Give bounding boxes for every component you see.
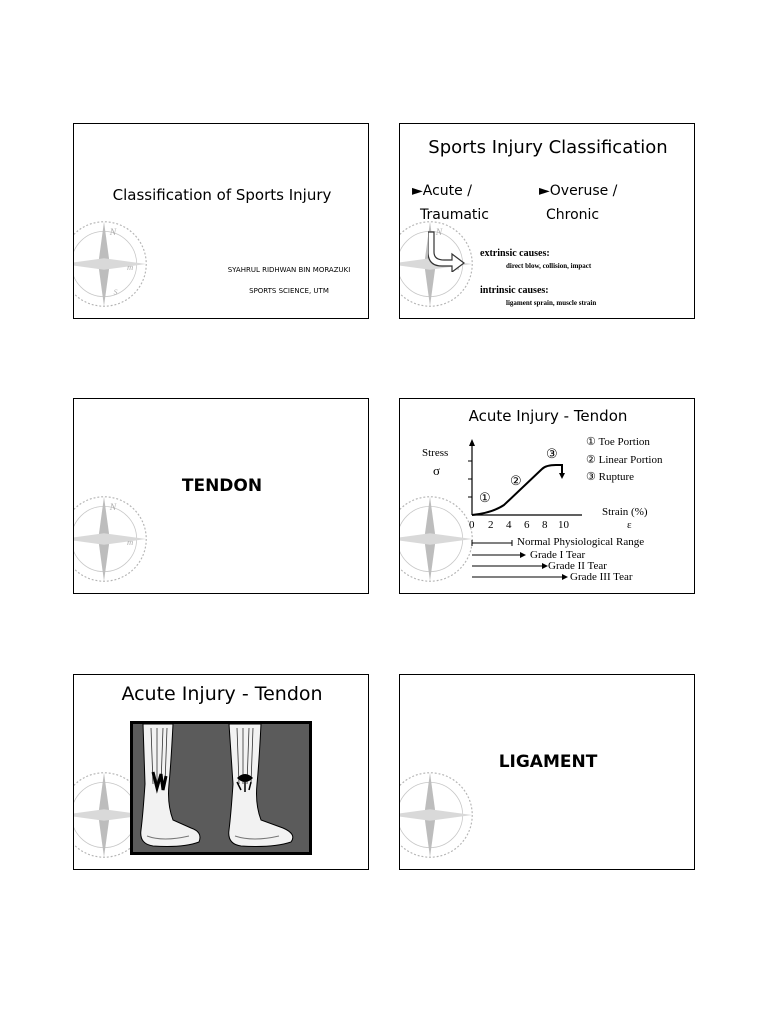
slide-stress-strain: Acute Injury - Tendon Stress σ ① ② ③ ① T… — [399, 398, 695, 594]
compass-rose-icon — [400, 772, 473, 858]
svg-text:S: S — [114, 288, 118, 297]
author-name: SYAHRUL RIDHWAN BIN MORAZUKI — [227, 266, 351, 274]
svg-text:m: m — [127, 537, 133, 547]
chronic-label: Chronic — [546, 207, 600, 223]
tear-range-arrows — [471, 540, 568, 580]
slide-heading: Acute Injury - Tendon — [468, 407, 628, 425]
extrinsic-causes-label: extrinsic causes: — [480, 248, 550, 259]
slide-title-text: Classification of Sports Injury — [112, 186, 332, 204]
slide-ligament: LIGAMENT — [399, 674, 695, 870]
leg-drawing-icon — [140, 723, 294, 847]
slide-title: N m S Classification of Sports Injury SY… — [73, 123, 369, 319]
svg-text:N: N — [435, 227, 443, 238]
x-tick: 2 — [488, 519, 494, 531]
achilles-tendon-illustration — [130, 721, 312, 855]
range-grade1-label: Grade I Tear — [530, 549, 586, 561]
intrinsic-causes-label: intrinsic causes: — [480, 285, 549, 296]
slide-tendon-image: Acute Injury - Tendon — [73, 674, 369, 870]
epsilon-symbol: ε — [627, 519, 632, 531]
legend-item-3: ③ Rupture — [586, 470, 634, 483]
svg-text:N: N — [109, 502, 117, 513]
legend-marker: ① — [586, 436, 596, 448]
traumatic-label: Traumatic — [420, 207, 489, 223]
stress-strain-curve — [468, 439, 582, 516]
overuse-label: ►Overuse / — [539, 183, 618, 199]
legend-text: Linear Portion — [598, 454, 663, 466]
organization: SPORTS SCIENCE, UTM — [249, 287, 329, 295]
slide-heading: Acute Injury - Tendon — [121, 683, 323, 705]
legend-item-2: ② Linear Portion — [586, 453, 662, 466]
x-tick: 8 — [542, 519, 548, 531]
acute-label: ►Acute / — [412, 183, 472, 199]
marker-1: ① — [479, 490, 491, 505]
range-grade2-label: Grade II Tear — [548, 560, 607, 572]
stress-label: Stress — [422, 447, 449, 459]
intrinsic-causes-detail: ligament sprain, muscle strain — [506, 299, 597, 307]
legend-text: Rupture — [598, 471, 635, 483]
x-tick: 6 — [524, 519, 530, 531]
ligament-heading: LIGAMENT — [498, 752, 598, 772]
compass-rose-icon: N m S — [74, 221, 147, 307]
legend-text: Toe Portion — [598, 436, 650, 448]
x-tick: 0 — [469, 519, 475, 531]
legend-marker: ② — [586, 454, 596, 466]
extrinsic-causes-detail: direct blow, collision, impact — [506, 262, 592, 270]
range-grade3-label: Grade III Tear — [570, 571, 633, 583]
slide-tendon: N m TENDON — [73, 398, 369, 594]
x-tick: 10 — [558, 519, 569, 531]
strain-label: Strain (%) — [602, 506, 648, 518]
slide-classification: N m Sports Injury Classification ►Acute … — [399, 123, 695, 319]
slide-heading: Sports Injury Classification — [428, 137, 668, 158]
legend-item-1: ① Toe Portion — [586, 435, 650, 448]
curved-arrow-icon — [428, 231, 465, 272]
compass-rose-icon: N m — [74, 496, 147, 582]
compass-rose-icon — [400, 496, 473, 582]
x-tick: 4 — [506, 519, 512, 531]
sigma-symbol: σ — [433, 463, 441, 478]
legend-marker: ③ — [586, 471, 596, 483]
marker-3: ③ — [546, 446, 558, 461]
svg-text:N: N — [109, 227, 117, 238]
marker-2: ② — [510, 473, 522, 488]
range-normal-label: Normal Physiological Range — [517, 536, 645, 548]
svg-text:m: m — [127, 262, 133, 272]
tendon-heading: TENDON — [181, 476, 263, 496]
